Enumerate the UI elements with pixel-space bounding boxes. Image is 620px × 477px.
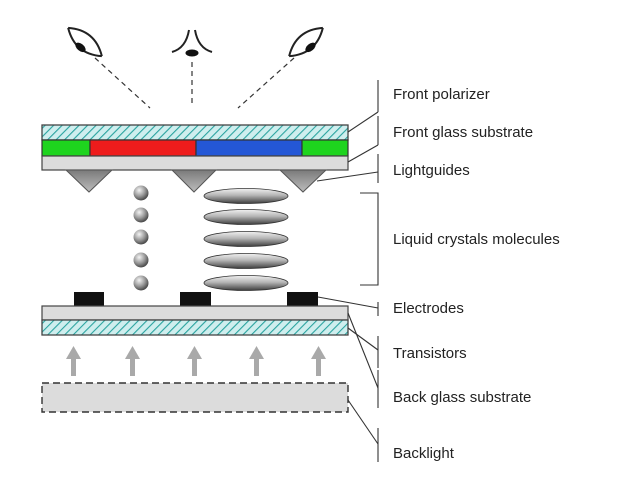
eye-icon: [288, 26, 324, 58]
label-lightguides: Lightguides: [393, 162, 470, 179]
liquid-crystal-spheres: [133, 185, 149, 291]
sight-lines: [94, 57, 295, 109]
label-liquid-crystals-molecules: Liquid crystals molecules: [393, 231, 560, 248]
leader-lines: [316, 80, 379, 462]
green-subpixel: [301, 139, 349, 157]
backlight-arrows: [66, 346, 326, 376]
red-subpixel: [89, 139, 197, 157]
electrodes: [74, 292, 318, 306]
eye-icon: [171, 29, 213, 57]
green-subpixel: [41, 139, 91, 157]
label-back-glass-substrate: Back glass substrate: [393, 389, 532, 406]
transistor-layer: [41, 319, 349, 336]
arrow-up-icon: [311, 346, 326, 376]
backlight-panel: [41, 382, 349, 413]
label-backlight: Backlight: [393, 445, 454, 462]
arrow-up-icon: [66, 346, 81, 376]
back-glass-layer: [41, 305, 349, 321]
color-filter-layer: [41, 139, 349, 157]
blue-subpixel: [195, 139, 303, 157]
liquid-crystal-ellipses: [203, 188, 289, 291]
front-polarizer-layer: [41, 124, 349, 141]
label-transistors: Transistors: [393, 345, 467, 362]
label-electrodes: Electrodes: [393, 300, 464, 317]
lightguides: [64, 169, 328, 193]
arrow-up-icon: [125, 346, 140, 376]
eye-icon: [67, 26, 103, 58]
label-front-glass-substrate: Front glass substrate: [393, 124, 534, 141]
arrow-up-icon: [187, 346, 202, 376]
arrow-up-icon: [249, 346, 264, 376]
label-front-polarizer: Front polarizer: [393, 86, 490, 103]
front-glass-layer: [41, 155, 349, 171]
